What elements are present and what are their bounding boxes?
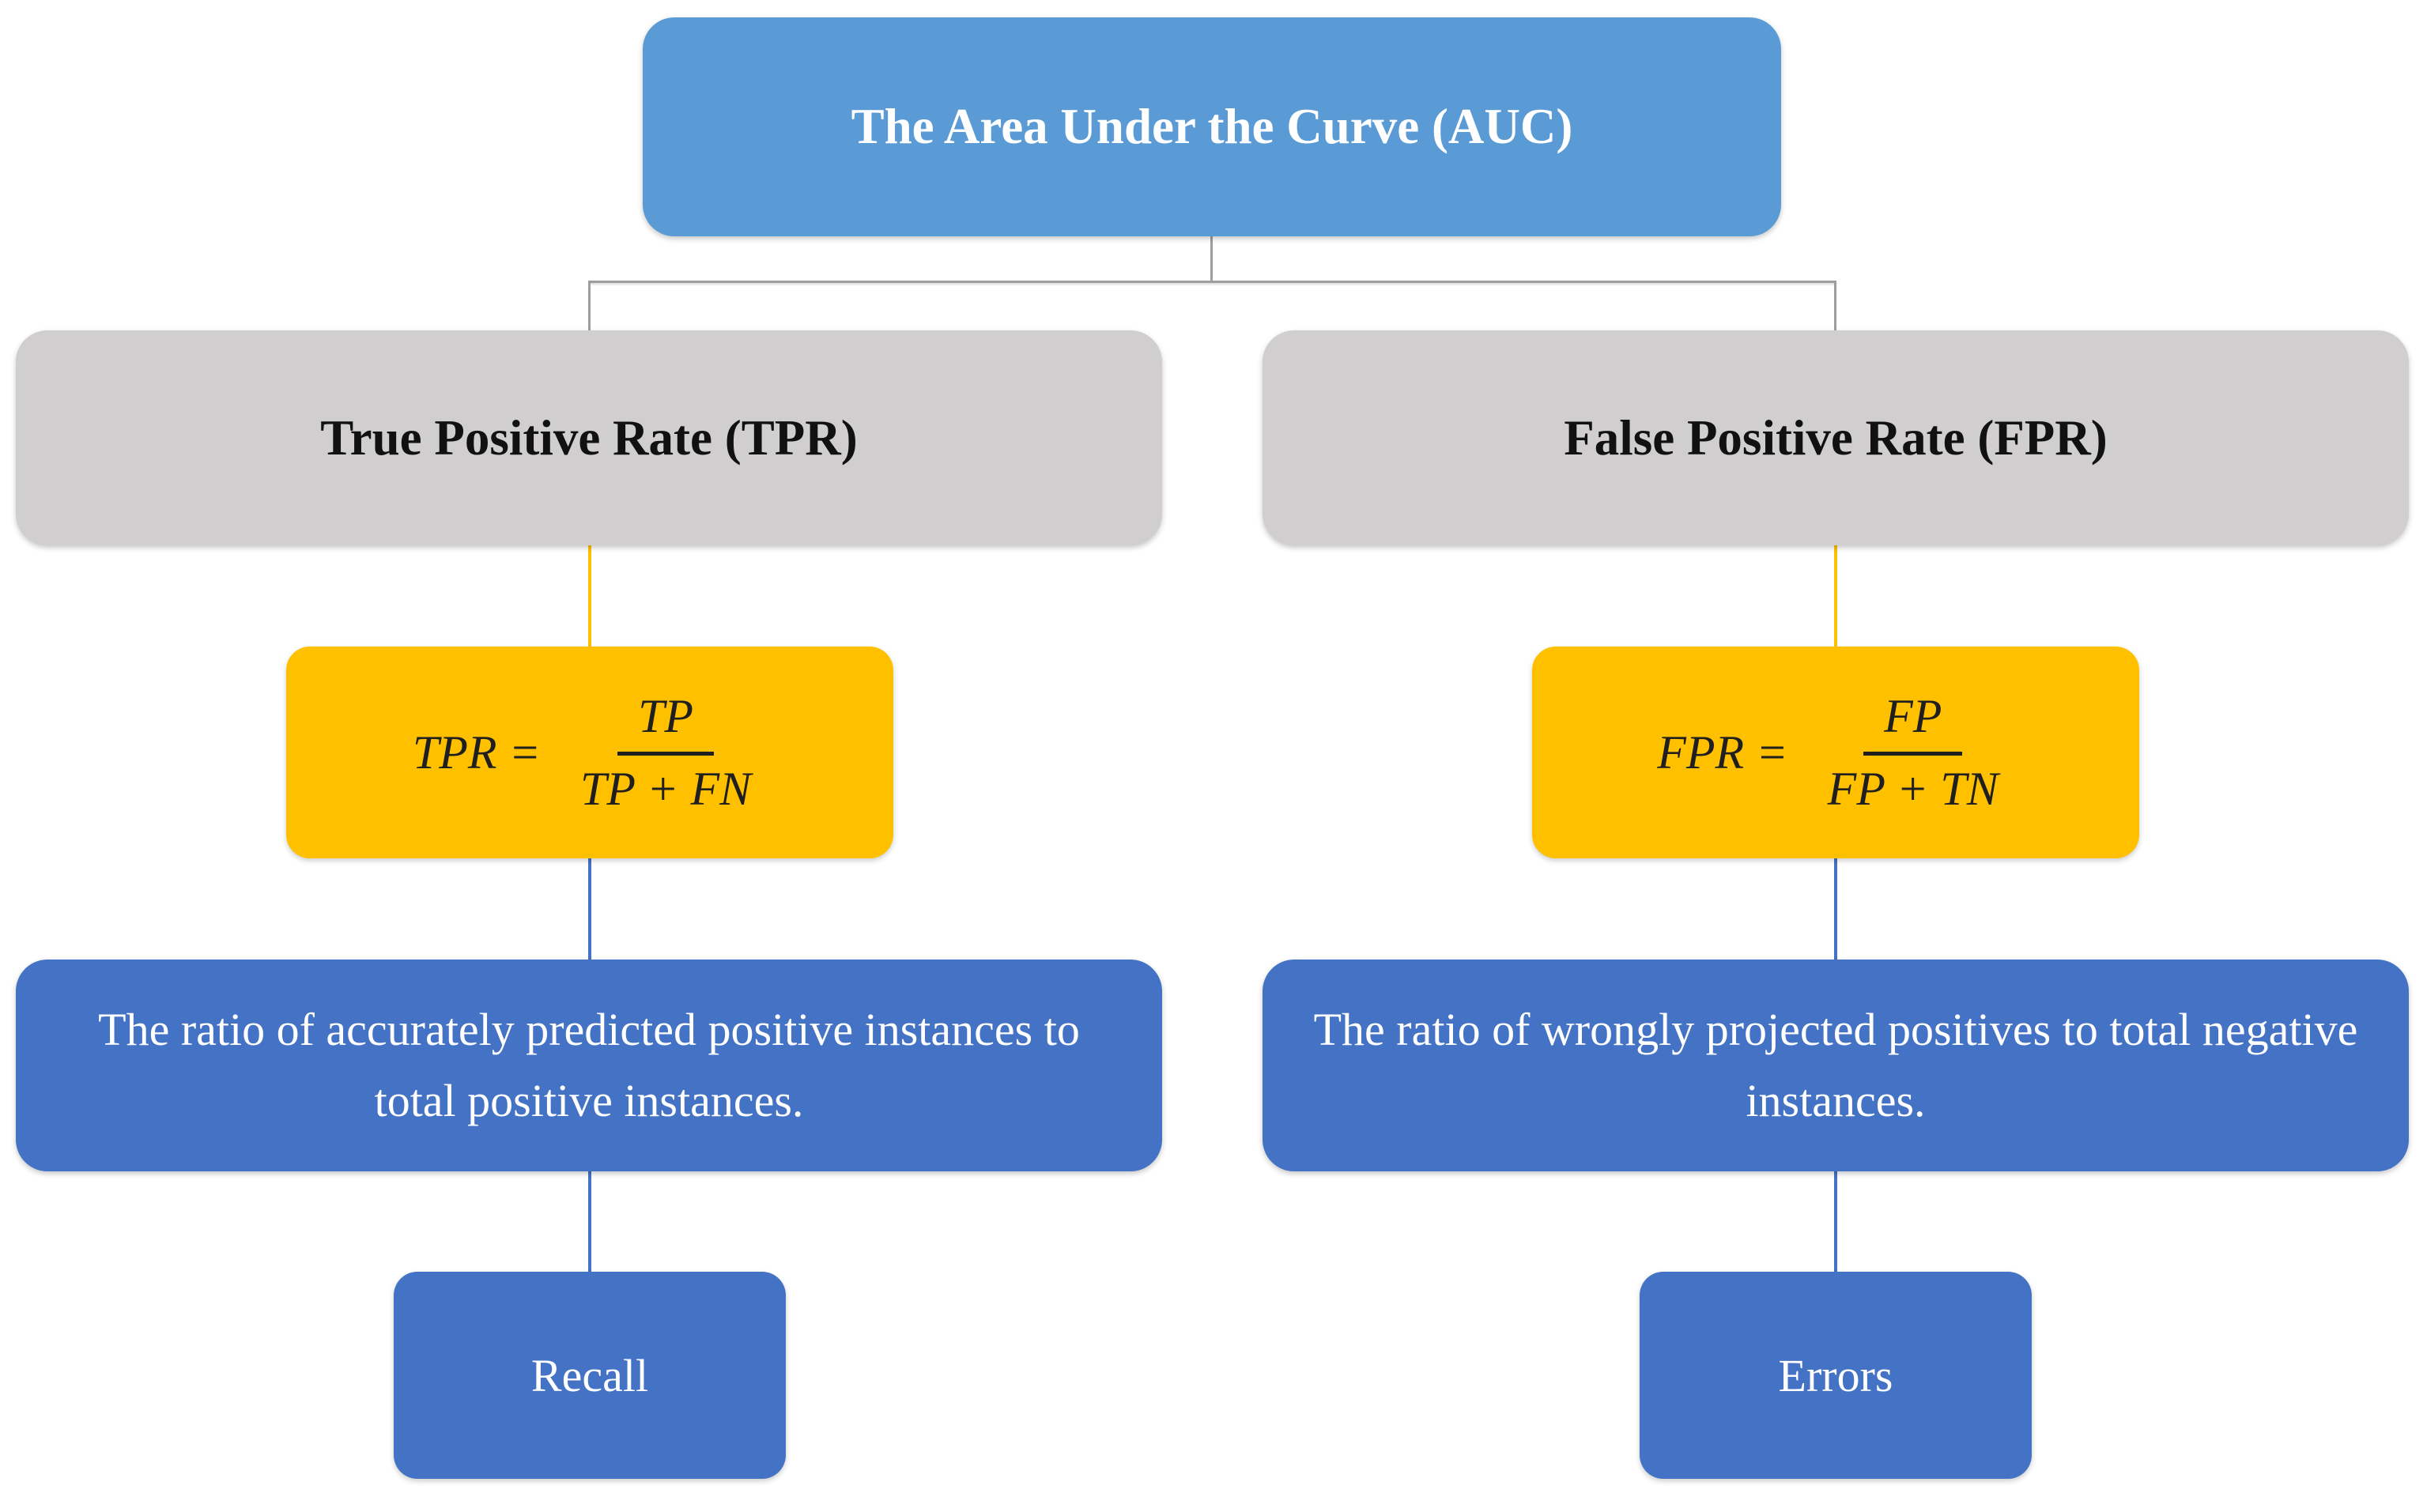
fpr-description-text: The ratio of wrongly projected positives…	[1313, 1004, 2358, 1126]
tpr-formula-fraction: TP TP + FN	[564, 689, 767, 816]
tpr-description-text: The ratio of accurately predicted positi…	[98, 1004, 1080, 1126]
auc-root-label: The Area Under the Curve (AUC)	[851, 99, 1573, 154]
recall-leaf-box: Recall	[394, 1272, 786, 1479]
connector-fpr-drop	[1834, 281, 1836, 330]
tpr-formula-denominator: TP + FN	[580, 762, 752, 815]
connector-root-stem	[1210, 236, 1213, 282]
fpr-formula-fraction: FP FP + TN	[1812, 689, 2014, 816]
errors-leaf-box: Errors	[1640, 1272, 2032, 1479]
tpr-header-box: True Positive Rate (TPR)	[16, 330, 1162, 545]
tpr-formula-numerator: TP	[617, 689, 715, 756]
fpr-formula-box: FPR = FP FP + TN	[1532, 647, 2139, 858]
connector-errors-leaf	[1834, 1171, 1837, 1272]
connector-recall-leaf	[588, 1171, 591, 1272]
tpr-formula-box: TPR = TP TP + FN	[286, 647, 893, 858]
connector-fpr-formula	[1834, 545, 1837, 647]
fpr-description-box: The ratio of wrongly projected positives…	[1263, 960, 2409, 1171]
tpr-description-box: The ratio of accurately predicted positi…	[16, 960, 1162, 1171]
recall-leaf-label: Recall	[530, 1349, 649, 1401]
auc-root-box: The Area Under the Curve (AUC)	[643, 17, 1781, 236]
connector-tpr-description	[588, 858, 591, 960]
errors-leaf-label: Errors	[1778, 1349, 1893, 1401]
connector-crossbar	[590, 281, 1836, 283]
connector-tpr-drop	[588, 281, 591, 330]
fpr-formula-lhs: FPR =	[1657, 726, 1788, 779]
fpr-formula-denominator: FP + TN	[1827, 762, 1999, 815]
connector-fpr-description	[1834, 858, 1837, 960]
fpr-header-box: False Positive Rate (FPR)	[1263, 330, 2409, 545]
tpr-formula-lhs: TPR =	[412, 726, 542, 779]
tpr-header-label: True Positive Rate (TPR)	[320, 409, 858, 466]
connector-tpr-formula	[588, 545, 591, 647]
fpr-header-label: False Positive Rate (FPR)	[1564, 409, 2108, 466]
fpr-formula-numerator: FP	[1863, 689, 1963, 756]
